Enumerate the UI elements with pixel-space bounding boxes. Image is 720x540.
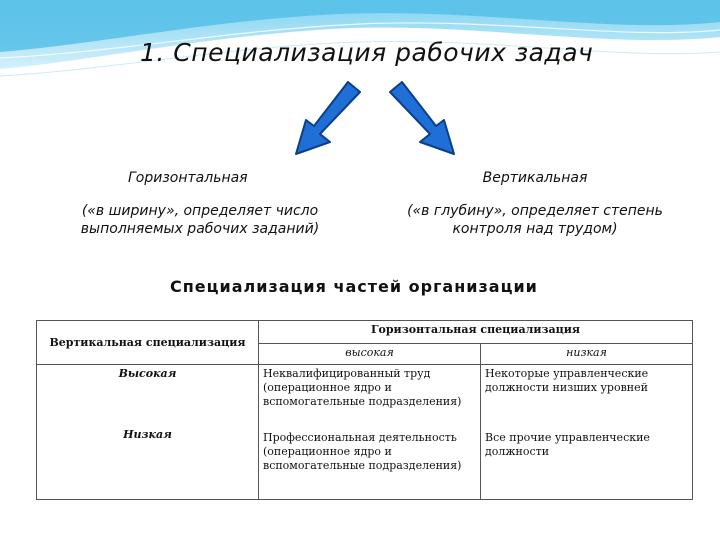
branch-description-vertical: («в глубину», определяет степень контрол… xyxy=(375,202,695,238)
arrow-right-icon xyxy=(390,82,454,154)
table-body-row: Высокая Низкая Неквалифицированный труд … xyxy=(37,365,693,500)
col-header-low: низкая xyxy=(481,344,693,365)
horizontal-specialization-branch: Горизонтальная («в ширину», определяет ч… xyxy=(40,170,360,238)
high-column-cell: Неквалифицированный труд (операционное я… xyxy=(259,365,481,500)
branch-heading-horizontal: Горизонтальная xyxy=(40,170,360,186)
branch-arrows xyxy=(290,78,460,158)
row-label-high: Высокая xyxy=(41,367,254,380)
row-header-cell: Вертикальная специализация xyxy=(37,321,259,365)
row-label-low: Низкая xyxy=(41,428,254,441)
branch-description-horizontal: («в ширину», определяет число выполняемы… xyxy=(40,202,360,238)
col-header-high: высокая xyxy=(259,344,481,365)
low-column-cell: Некоторые управленческие должности низши… xyxy=(481,365,693,500)
slide-title: 1. Специализация рабочих задач xyxy=(140,38,593,67)
specialization-table: Вертикальная специализация Горизонтальна… xyxy=(36,320,693,500)
col-group-header-cell: Горизонтальная специализация xyxy=(259,321,693,344)
cell-high-high: Неквалифицированный труд (операционное я… xyxy=(263,367,476,409)
vertical-specialization-branch: Вертикальная («в глубину», определяет ст… xyxy=(375,170,695,238)
arrow-left-icon xyxy=(296,82,360,154)
section-subtitle: Специализация частей организации xyxy=(170,277,538,296)
cell-low-high: Профессиональная деятельность (операцион… xyxy=(263,431,476,473)
branch-heading-vertical: Вертикальная xyxy=(375,170,695,186)
table-header-row: Вертикальная специализация Горизонтальна… xyxy=(37,321,693,344)
row-labels-cell: Высокая Низкая xyxy=(37,365,259,500)
cell-high-low: Некоторые управленческие должности низши… xyxy=(485,367,688,395)
cell-low-low: Все прочие управленческие должности xyxy=(485,431,688,459)
